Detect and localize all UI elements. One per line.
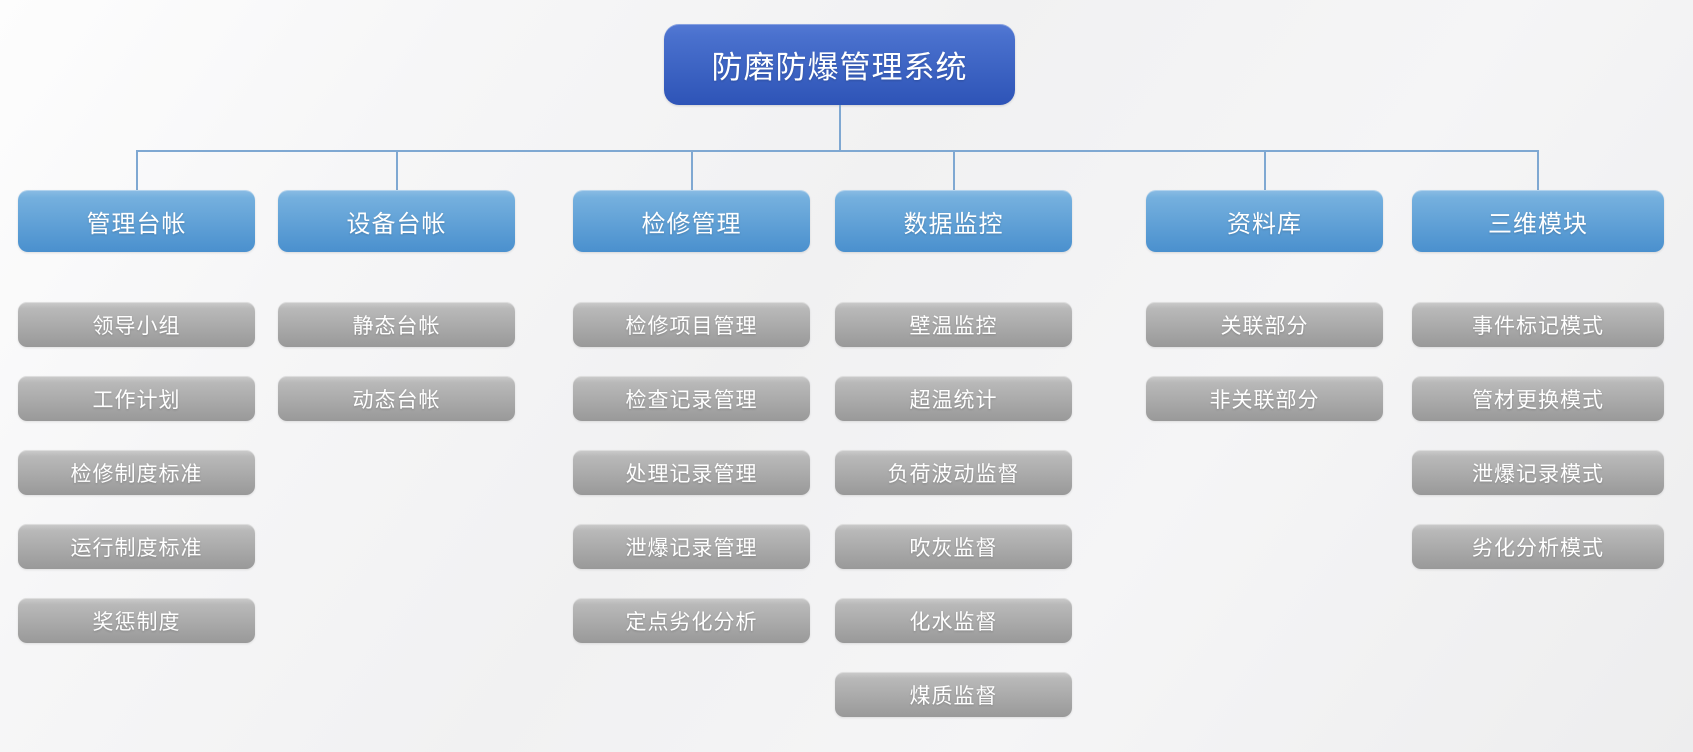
leaf-node: 壁温监控: [835, 302, 1072, 347]
column-overhaul-management: 检修管理 检修项目管理 检查记录管理 处理记录管理 泄爆记录管理 定点劣化分析: [573, 0, 810, 752]
leaf-label: 动态台帐: [352, 387, 441, 412]
leaf-node: 吹灰监督: [835, 524, 1072, 569]
leaf-node: 奖惩制度: [18, 598, 255, 643]
connector-drop-overhaul-management: [691, 150, 693, 190]
branch-label: 数据监控: [903, 209, 1004, 238]
column-repository: 资料库 关联部分 非关联部分: [1146, 0, 1383, 752]
root-node: 防磨防爆管理系统: [664, 24, 1015, 105]
leaf-label: 泄爆记录模式: [1472, 461, 1604, 486]
leaf-label: 关联部分: [1220, 313, 1309, 338]
leaf-label: 壁温监控: [909, 313, 998, 338]
leaf-label: 处理记录管理: [625, 461, 758, 486]
branch-node-management-ledger: 管理台帐: [18, 190, 255, 252]
leaf-node: 泄爆记录模式: [1412, 450, 1664, 495]
root-node-label: 防磨防爆管理系统: [711, 50, 968, 86]
leaf-node: 运行制度标准: [18, 524, 255, 569]
leaf-label: 吹灰监督: [909, 535, 998, 560]
column-three-d-module: 三维模块 事件标记模式 管材更换模式 泄爆记录模式 劣化分析模式: [1412, 0, 1664, 752]
leaf-node: 负荷波动监督: [835, 450, 1072, 495]
leaf-node: 非关联部分: [1146, 376, 1383, 421]
leaf-node: 关联部分: [1146, 302, 1383, 347]
leaf-node: 化水监督: [835, 598, 1072, 643]
connector-root-drop: [839, 105, 841, 151]
leaf-node: 领导小组: [18, 302, 255, 347]
branch-label: 设备台帐: [346, 209, 447, 238]
leaf-node: 检修制度标准: [18, 450, 255, 495]
leaf-label: 煤质监督: [909, 683, 998, 708]
leaf-node: 检查记录管理: [573, 376, 810, 421]
leaf-label: 泄爆记录管理: [625, 535, 758, 560]
connector-drop-repository: [1264, 150, 1266, 190]
column-data-monitoring: 数据监控 壁温监控 超温统计 负荷波动监督 吹灰监督 化水监督 煤质监督: [835, 0, 1072, 752]
leaf-node: 泄爆记录管理: [573, 524, 810, 569]
branch-node-overhaul-management: 检修管理: [573, 190, 810, 252]
leaf-label: 事件标记模式: [1472, 313, 1604, 338]
leaf-node: 静态台帐: [278, 302, 515, 347]
connector-drop-three-d-module: [1537, 150, 1539, 190]
branch-node-data-monitoring: 数据监控: [835, 190, 1072, 252]
leaf-node: 煤质监督: [835, 672, 1072, 717]
branch-node-three-d-module: 三维模块: [1412, 190, 1664, 252]
leaf-label: 静态台帐: [352, 313, 441, 338]
leaf-label: 领导小组: [92, 313, 181, 338]
branch-node-equipment-ledger: 设备台帐: [278, 190, 515, 252]
leaf-label: 化水监督: [909, 609, 998, 634]
branch-label: 管理台帐: [86, 209, 187, 238]
leaf-node: 检修项目管理: [573, 302, 810, 347]
leaf-label: 检修项目管理: [625, 313, 758, 338]
connector-drop-data-monitoring: [953, 150, 955, 190]
leaf-node: 动态台帐: [278, 376, 515, 421]
leaf-label: 检查记录管理: [625, 387, 758, 412]
branch-label: 三维模块: [1488, 209, 1588, 238]
leaf-label: 非关联部分: [1209, 387, 1320, 412]
branch-label: 资料库: [1227, 209, 1302, 238]
leaf-node: 管材更换模式: [1412, 376, 1664, 421]
leaf-label: 超温统计: [909, 387, 998, 412]
leaf-label: 工作计划: [92, 387, 181, 412]
leaf-node: 工作计划: [18, 376, 255, 421]
connector-drop-equipment-ledger: [396, 150, 398, 190]
branch-node-repository: 资料库: [1146, 190, 1383, 252]
leaf-node: 劣化分析模式: [1412, 524, 1664, 569]
leaf-label: 负荷波动监督: [887, 461, 1020, 486]
leaf-label: 管材更换模式: [1472, 387, 1604, 412]
leaf-node: 事件标记模式: [1412, 302, 1664, 347]
leaf-label: 运行制度标准: [70, 535, 203, 560]
leaf-label: 检修制度标准: [70, 461, 203, 486]
leaf-label: 奖惩制度: [92, 609, 181, 634]
connector-horizontal-rail: [136, 150, 1539, 152]
column-equipment-ledger: 设备台帐 静态台帐 动态台帐: [278, 0, 515, 752]
branch-label: 检修管理: [641, 209, 742, 238]
leaf-node: 超温统计: [835, 376, 1072, 421]
connector-drop-management-ledger: [136, 150, 138, 190]
leaf-label: 定点劣化分析: [625, 609, 758, 634]
leaf-label: 劣化分析模式: [1472, 535, 1604, 560]
leaf-node: 处理记录管理: [573, 450, 810, 495]
column-management-ledger: 管理台帐 领导小组 工作计划 检修制度标准 运行制度标准 奖惩制度: [18, 0, 255, 752]
leaf-node: 定点劣化分析: [573, 598, 810, 643]
